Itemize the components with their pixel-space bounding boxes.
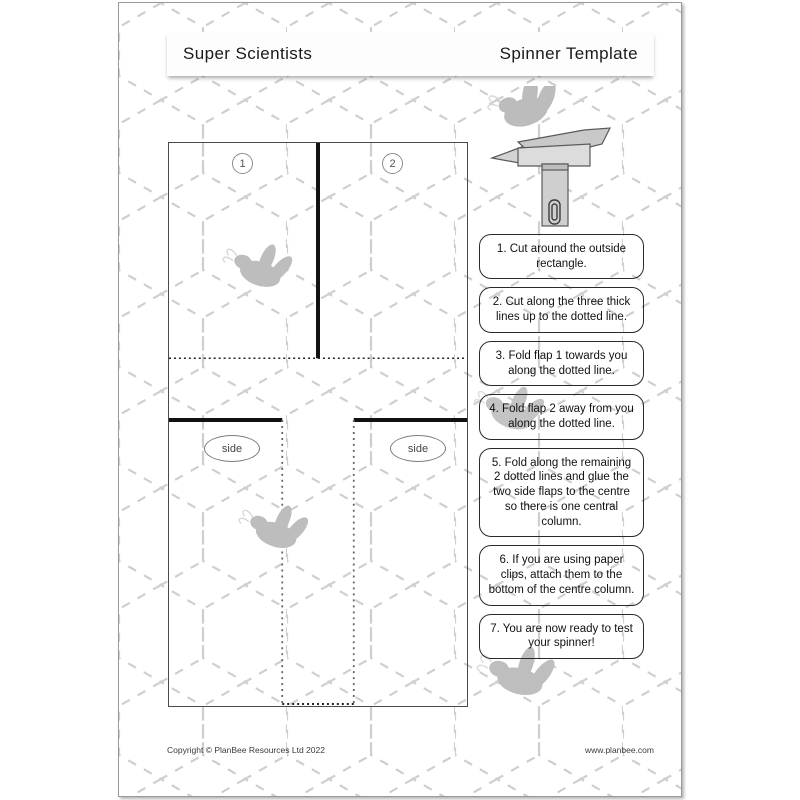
spinner-template-rectangle: 1 2 side side [168,142,468,707]
flap-number-1-label: 1 [239,157,246,170]
paper-clip-icon [548,199,561,225]
instruction-step-5-text: 5. Fold along the remaining 2 dotted lin… [491,456,632,528]
page-title-right: Spinner Template [499,44,638,63]
instruction-step-4-text: 4. Fold flap 2 away from you along the d… [489,403,634,431]
instruction-step-2-text: 2. Cut along the three thick lines up to… [492,296,631,324]
bee-icon [222,244,293,287]
instruction-step-1: 1. Cut around the outside rectangle. [479,234,644,280]
instructions-list: 1. Cut around the outside rectangle. 2. … [479,234,644,667]
page-title-left: Super Scientists [183,44,313,63]
instruction-step-6-text: 6. If you are using paper clips, attach … [488,554,635,596]
footer-copyright: Copyright © PlanBee Resources Ltd 2022 [167,745,325,755]
bee-icon [238,505,309,548]
worksheet-page: Super Scientists Spinner Template [118,2,682,797]
instruction-step-7-text: 7. You are now ready to test your spinne… [490,622,633,650]
side-flap-left-text: side [221,442,243,455]
instruction-step-7: 7. You are now ready to test your spinne… [479,613,644,659]
side-flap-right-text: side [407,442,429,455]
flap-number-2-label: 2 [389,157,396,170]
flap-number-2: 2 [382,153,403,174]
instruction-step-5: 5. Fold along the remaining 2 dotted lin… [479,447,644,538]
instruction-step-3-text: 3. Fold flap 1 towards you along the dot… [495,349,628,377]
instruction-step-1-text: 1. Cut around the outside rectangle. [496,243,627,270]
instruction-step-4: 4. Fold flap 2 away from you along the d… [479,394,644,440]
bee-icon [487,86,556,127]
footer-website[interactable]: www.planbee.com [585,745,654,755]
instruction-step-6: 6. If you are using paper clips, attach … [479,545,644,606]
side-flap-label-left: side [204,435,260,462]
template-cut-fold-lines [169,143,467,706]
instruction-step-3: 3. Fold flap 1 towards you along the dot… [479,340,644,387]
spinner-illustration-icon [487,86,612,227]
instruction-step-2: 2. Cut along the three thick lines up to… [479,287,644,333]
flap-number-1: 1 [232,153,253,174]
side-flap-label-right: side [390,435,446,462]
header-banner: Super Scientists Spinner Template [167,32,654,76]
footer: Copyright © PlanBee Resources Ltd 2022 w… [167,745,654,755]
